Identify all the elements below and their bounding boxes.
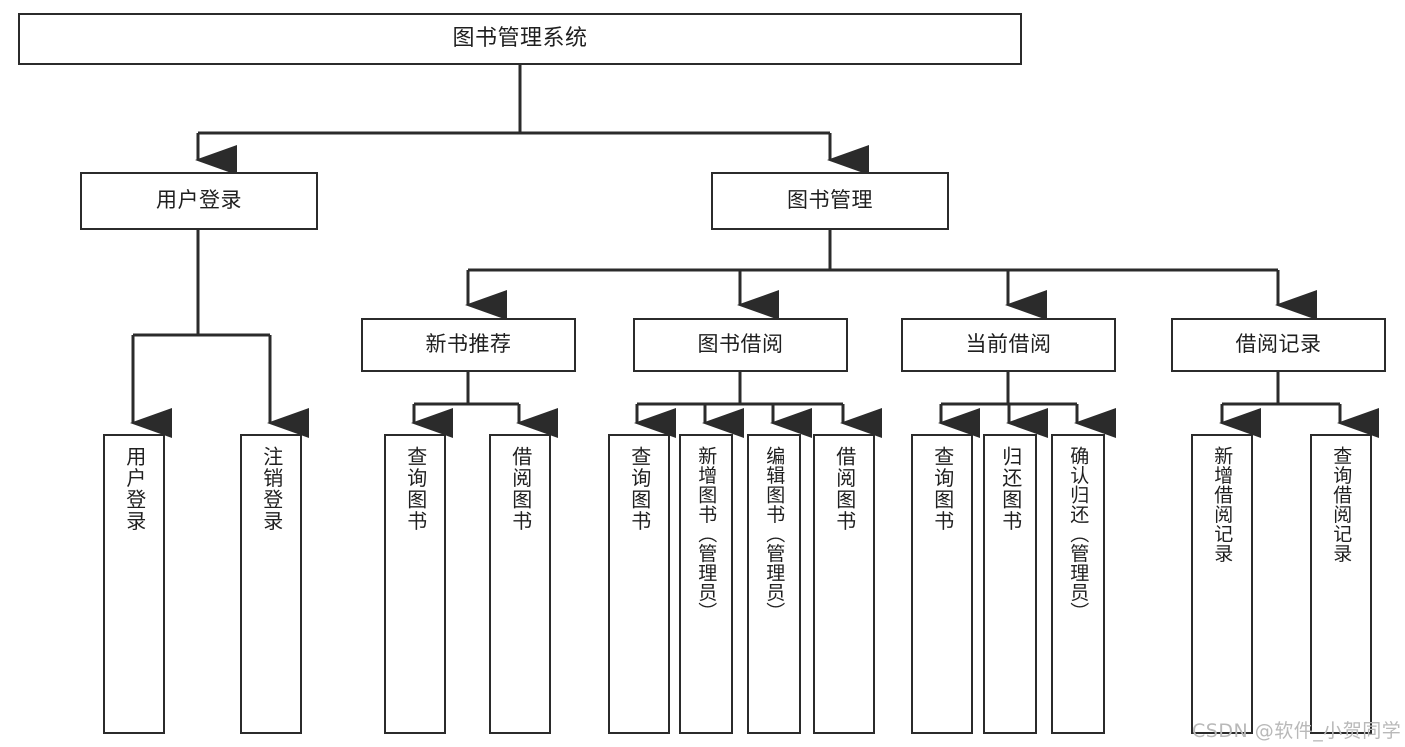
node-leaf-user-login-label: 用户登录: [122, 446, 147, 532]
node-leaf-return-book-label: 归还图书: [998, 446, 1023, 532]
node-leaf-user-login[interactable]: 用户登录: [103, 434, 165, 734]
node-leaf-confirm-return[interactable]: 确认归还（管理员）: [1051, 434, 1105, 734]
node-borrow-record[interactable]: 借阅记录: [1171, 318, 1386, 372]
node-leaf-return-book[interactable]: 归还图书: [983, 434, 1037, 734]
node-book-borrow-label: 图书借阅: [697, 332, 784, 357]
node-book-borrow[interactable]: 图书借阅: [633, 318, 848, 372]
node-borrow-record-label: 借阅记录: [1235, 332, 1322, 357]
node-leaf-add-book-label: 新增图书（管理员）: [695, 446, 718, 622]
node-leaf-edit-book-label: 编辑图书（管理员）: [763, 446, 786, 622]
node-leaf-add-record-label: 新增借阅记录: [1211, 446, 1234, 563]
node-root[interactable]: 图书管理系统: [18, 13, 1022, 65]
node-leaf-query-book-1-label: 查询图书: [403, 446, 428, 532]
node-leaf-user-logout[interactable]: 注销登录: [240, 434, 302, 734]
node-user-login-label: 用户登录: [156, 188, 242, 213]
node-book-management-label: 图书管理: [787, 188, 873, 213]
watermark-text: CSDN @软件_小贺同学: [1192, 720, 1402, 742]
node-leaf-query-record-label: 查询借阅记录: [1330, 446, 1353, 563]
node-root-label: 图书管理系统: [452, 25, 588, 51]
node-leaf-query-book-2[interactable]: 查询图书: [608, 434, 670, 734]
node-leaf-query-record[interactable]: 查询借阅记录: [1310, 434, 1372, 734]
node-current-borrow[interactable]: 当前借阅: [901, 318, 1116, 372]
node-leaf-add-book[interactable]: 新增图书（管理员）: [679, 434, 733, 734]
node-leaf-borrow-book-1[interactable]: 借阅图书: [489, 434, 551, 734]
node-leaf-confirm-return-label: 确认归还（管理员）: [1067, 446, 1090, 622]
node-new-book-recommend[interactable]: 新书推荐: [361, 318, 576, 372]
node-leaf-edit-book[interactable]: 编辑图书（管理员）: [747, 434, 801, 734]
node-leaf-add-record[interactable]: 新增借阅记录: [1191, 434, 1253, 734]
node-leaf-query-book-3-label: 查询图书: [930, 446, 955, 532]
node-leaf-query-book-3[interactable]: 查询图书: [911, 434, 973, 734]
node-new-book-recommend-label: 新书推荐: [425, 332, 512, 357]
node-user-login[interactable]: 用户登录: [80, 172, 318, 230]
node-leaf-borrow-book-2-label: 借阅图书: [832, 446, 857, 532]
node-current-borrow-label: 当前借阅: [965, 332, 1052, 357]
node-book-management[interactable]: 图书管理: [711, 172, 949, 230]
node-leaf-borrow-book-1-label: 借阅图书: [508, 446, 533, 532]
node-leaf-borrow-book-2[interactable]: 借阅图书: [813, 434, 875, 734]
node-leaf-query-book-2-label: 查询图书: [627, 446, 652, 532]
node-leaf-query-book-1[interactable]: 查询图书: [384, 434, 446, 734]
node-leaf-user-logout-label: 注销登录: [259, 446, 284, 532]
